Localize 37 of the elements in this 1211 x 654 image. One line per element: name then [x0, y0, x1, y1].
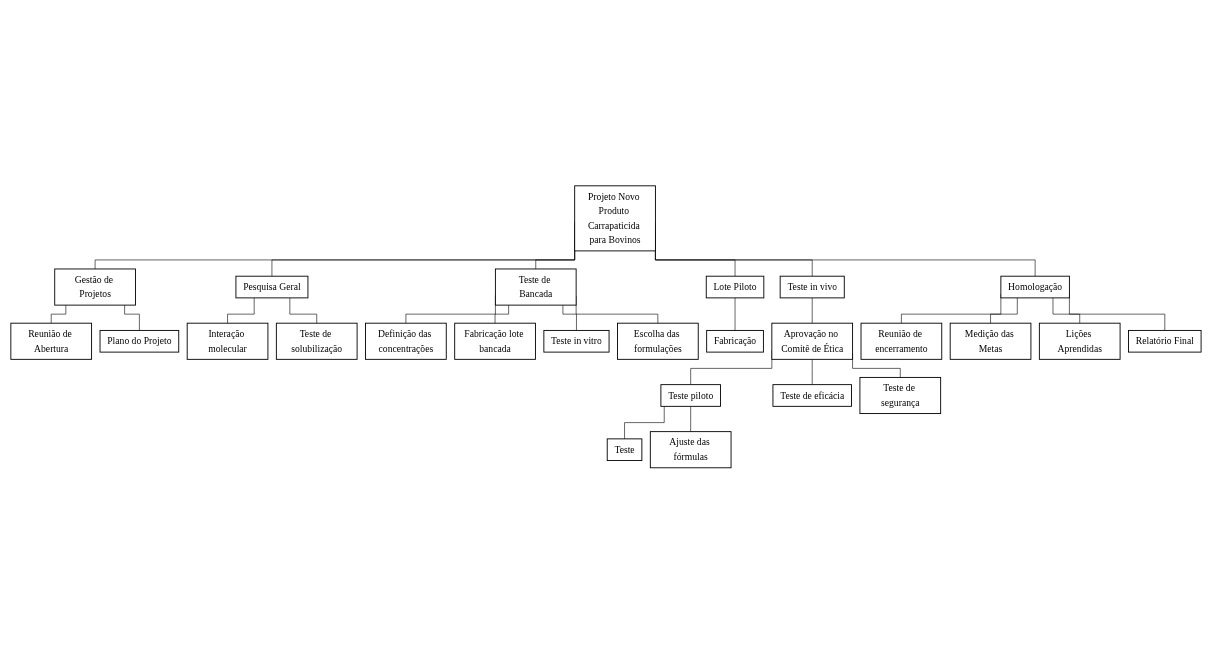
- node-box: Teste in vivo: [779, 275, 845, 299]
- node-box: Relatório Final: [1127, 330, 1202, 353]
- node-box: Teste de segurança: [859, 377, 941, 415]
- node-box: Lições Aprendidas: [1038, 322, 1121, 360]
- connector: [123, 305, 140, 331]
- connector: [689, 406, 691, 433]
- connector: [623, 406, 665, 440]
- node-box: Interação molecular: [186, 322, 268, 360]
- node-box: Teste de solubilização: [275, 322, 358, 360]
- connector: [226, 297, 254, 324]
- node-box: Homologação: [999, 275, 1070, 299]
- node-box: Fabricação lote bancada: [453, 322, 536, 360]
- node-box: Teste: [606, 438, 642, 462]
- node-box: Teste de Bancada: [494, 268, 577, 306]
- node-box: Teste piloto: [659, 384, 721, 407]
- node-box: Fabricação: [705, 330, 764, 353]
- node-box: Projeto Novo Produto Carrapaticida para Bovinos: [573, 185, 656, 252]
- node-box: Aprovação no Comitê de Ética: [770, 322, 853, 360]
- node-box: Reunião de Abertura: [9, 322, 92, 360]
- connector: [562, 305, 577, 331]
- connector: [989, 297, 1018, 324]
- connector: [811, 359, 813, 386]
- connector: [50, 305, 66, 324]
- node-box: Teste de eficácia: [772, 384, 852, 407]
- node-box: Definição das concentrações: [364, 322, 447, 360]
- node-box: Gestão de Projetos: [53, 268, 136, 306]
- node-box: Ajuste das fórmulas: [649, 431, 732, 469]
- connector: [734, 297, 735, 331]
- node-box: Escolha das formulações: [616, 322, 699, 360]
- node-box: Reunião de encerramento: [860, 322, 942, 360]
- connector: [494, 305, 509, 324]
- connector: [1052, 297, 1080, 324]
- node-box: Pesquisa Geral: [235, 275, 308, 299]
- node-box: Plano do Projeto: [99, 330, 179, 353]
- node-box: Teste in vitro: [542, 330, 610, 353]
- node-box: Medição das Metas: [949, 322, 1031, 360]
- node-box: Lote Piloto: [705, 275, 764, 299]
